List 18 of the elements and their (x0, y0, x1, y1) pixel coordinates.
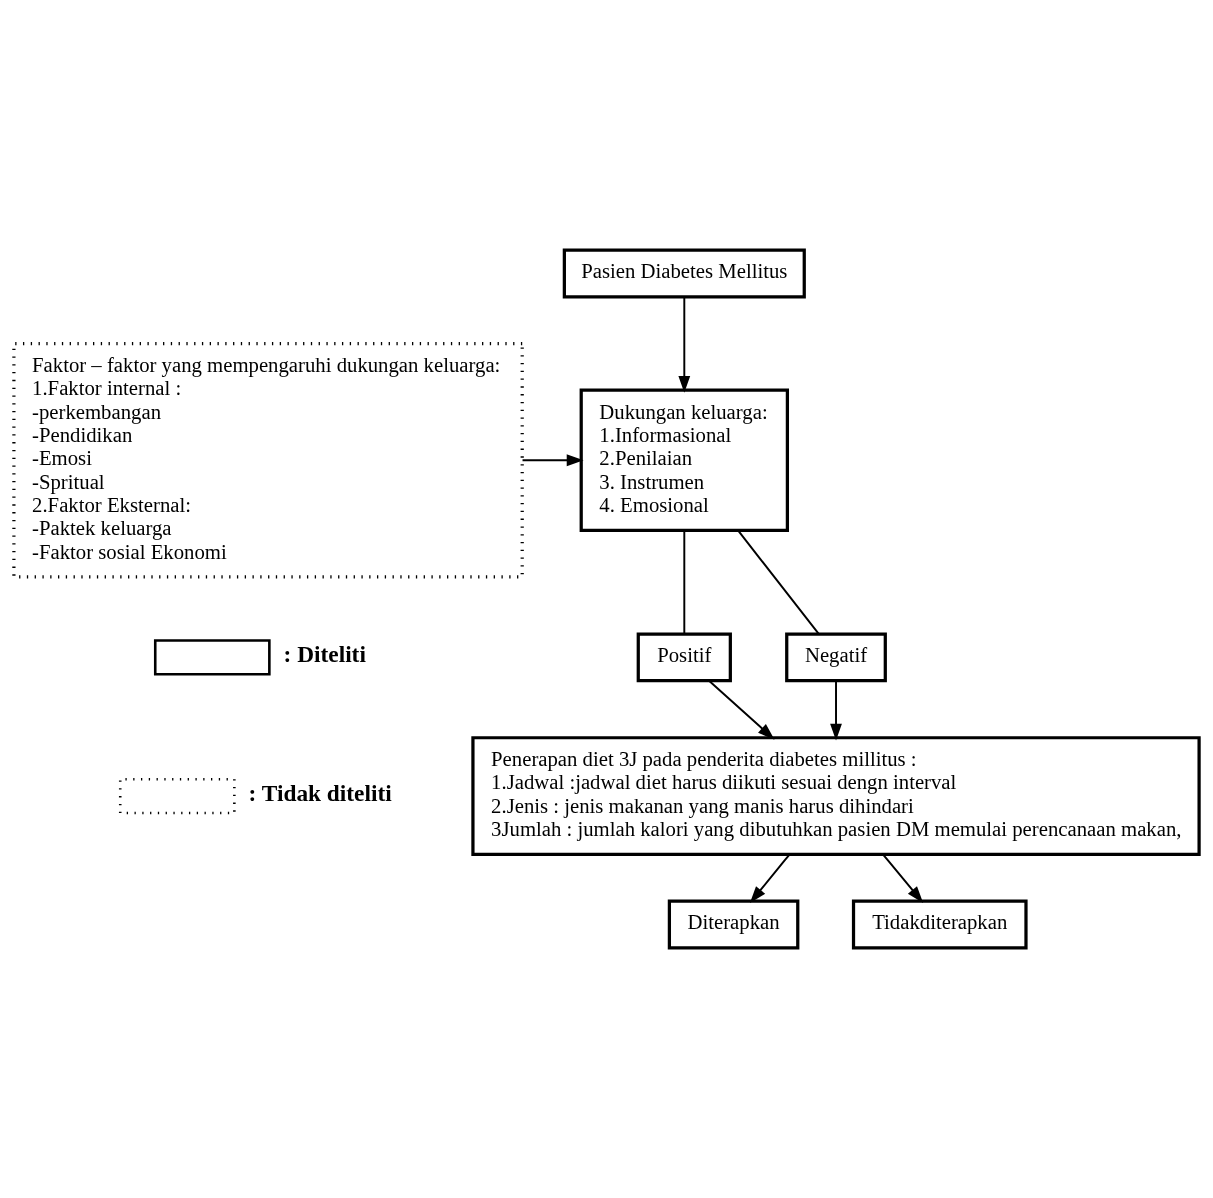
legend-label: : Tidak diteliti (248, 779, 392, 806)
arrow (749, 853, 791, 904)
arrow (678, 296, 691, 393)
node-box: Pasien Diabetes Mellitus (562, 248, 806, 299)
node-box: Penerapan diet 3J pada penderita diabetes millitus : 1.Jadwal :jadwal diet harus diikuti sesuai dengn interval 2.Jenis : jenis makanan yang manis harus dihindari 3Jumlah : jumlah kalori yang dibutuhkan pasien DM memulai perencanaan makan, (471, 736, 1201, 857)
node-box: Dukungan keluarga: 1.Informasional 2.Penilaian 3. Instrumen 4. Emosional (579, 388, 789, 532)
node-box: Faktor – faktor yang mempengaruhi dukungan keluarga: 1.Faktor internal : -perkembangan -Pendidikan -Emosi -Spritual 2.Faktor Eksternal: -Paktek keluarga -Faktor sosial Ekonomi (12, 341, 524, 579)
arrow (830, 680, 842, 741)
arrow (708, 679, 775, 740)
node-box: Positif (636, 632, 732, 683)
node-box: Tidakditerapkan (851, 899, 1028, 950)
connector (737, 529, 820, 635)
connector (683, 529, 686, 635)
arrow (521, 454, 584, 467)
node-box: Negatif (785, 632, 887, 683)
arrow (882, 853, 924, 904)
legend-label: : Diteliti (283, 640, 366, 667)
node-box: Diterapkan (667, 899, 800, 950)
